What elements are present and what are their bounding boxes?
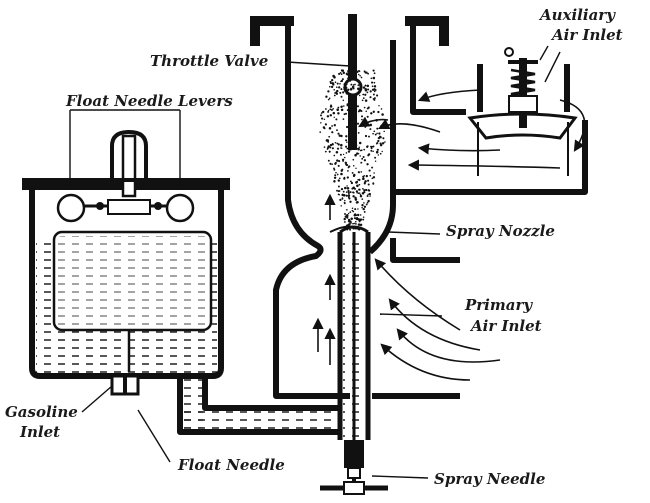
fuel-passage bbox=[177, 376, 342, 435]
float-chamber bbox=[22, 129, 230, 396]
leader-lines bbox=[69, 45, 561, 479]
label-float-needle-levers: Float Needle Levers bbox=[65, 92, 233, 110]
label-gasoline-inlet: Inlet bbox=[19, 423, 60, 441]
label-spray-nozzle: Spray Nozzle bbox=[446, 222, 555, 240]
float-needle-stem bbox=[121, 134, 137, 198]
label-throttle-valve: Throttle Valve bbox=[150, 52, 268, 70]
spray-needle-packing bbox=[344, 440, 364, 468]
label-spray-needle: Spray Needle bbox=[434, 470, 545, 488]
label-primary: Primary bbox=[464, 296, 533, 314]
label-float-needle: Float Needle bbox=[177, 456, 285, 474]
mixing-chamber bbox=[250, 16, 588, 399]
label-primary-air-inlet: Air Inlet bbox=[469, 317, 542, 335]
throttle-valve bbox=[343, 14, 363, 150]
airflow-arrows bbox=[312, 89, 586, 381]
spray-mist bbox=[319, 69, 390, 231]
spray-nozzle bbox=[320, 225, 388, 495]
valve-spring bbox=[510, 68, 536, 100]
label-gasoline: Gasoline bbox=[5, 403, 78, 421]
lever-weight-right bbox=[165, 193, 195, 223]
auxiliary-air-valve bbox=[467, 47, 578, 176]
lever-weight-left bbox=[56, 193, 86, 223]
float-needle-guide bbox=[110, 129, 148, 182]
label-auxiliary-air-inlet: Air Inlet bbox=[550, 26, 623, 44]
label-auxiliary: Auxiliary bbox=[538, 6, 616, 24]
